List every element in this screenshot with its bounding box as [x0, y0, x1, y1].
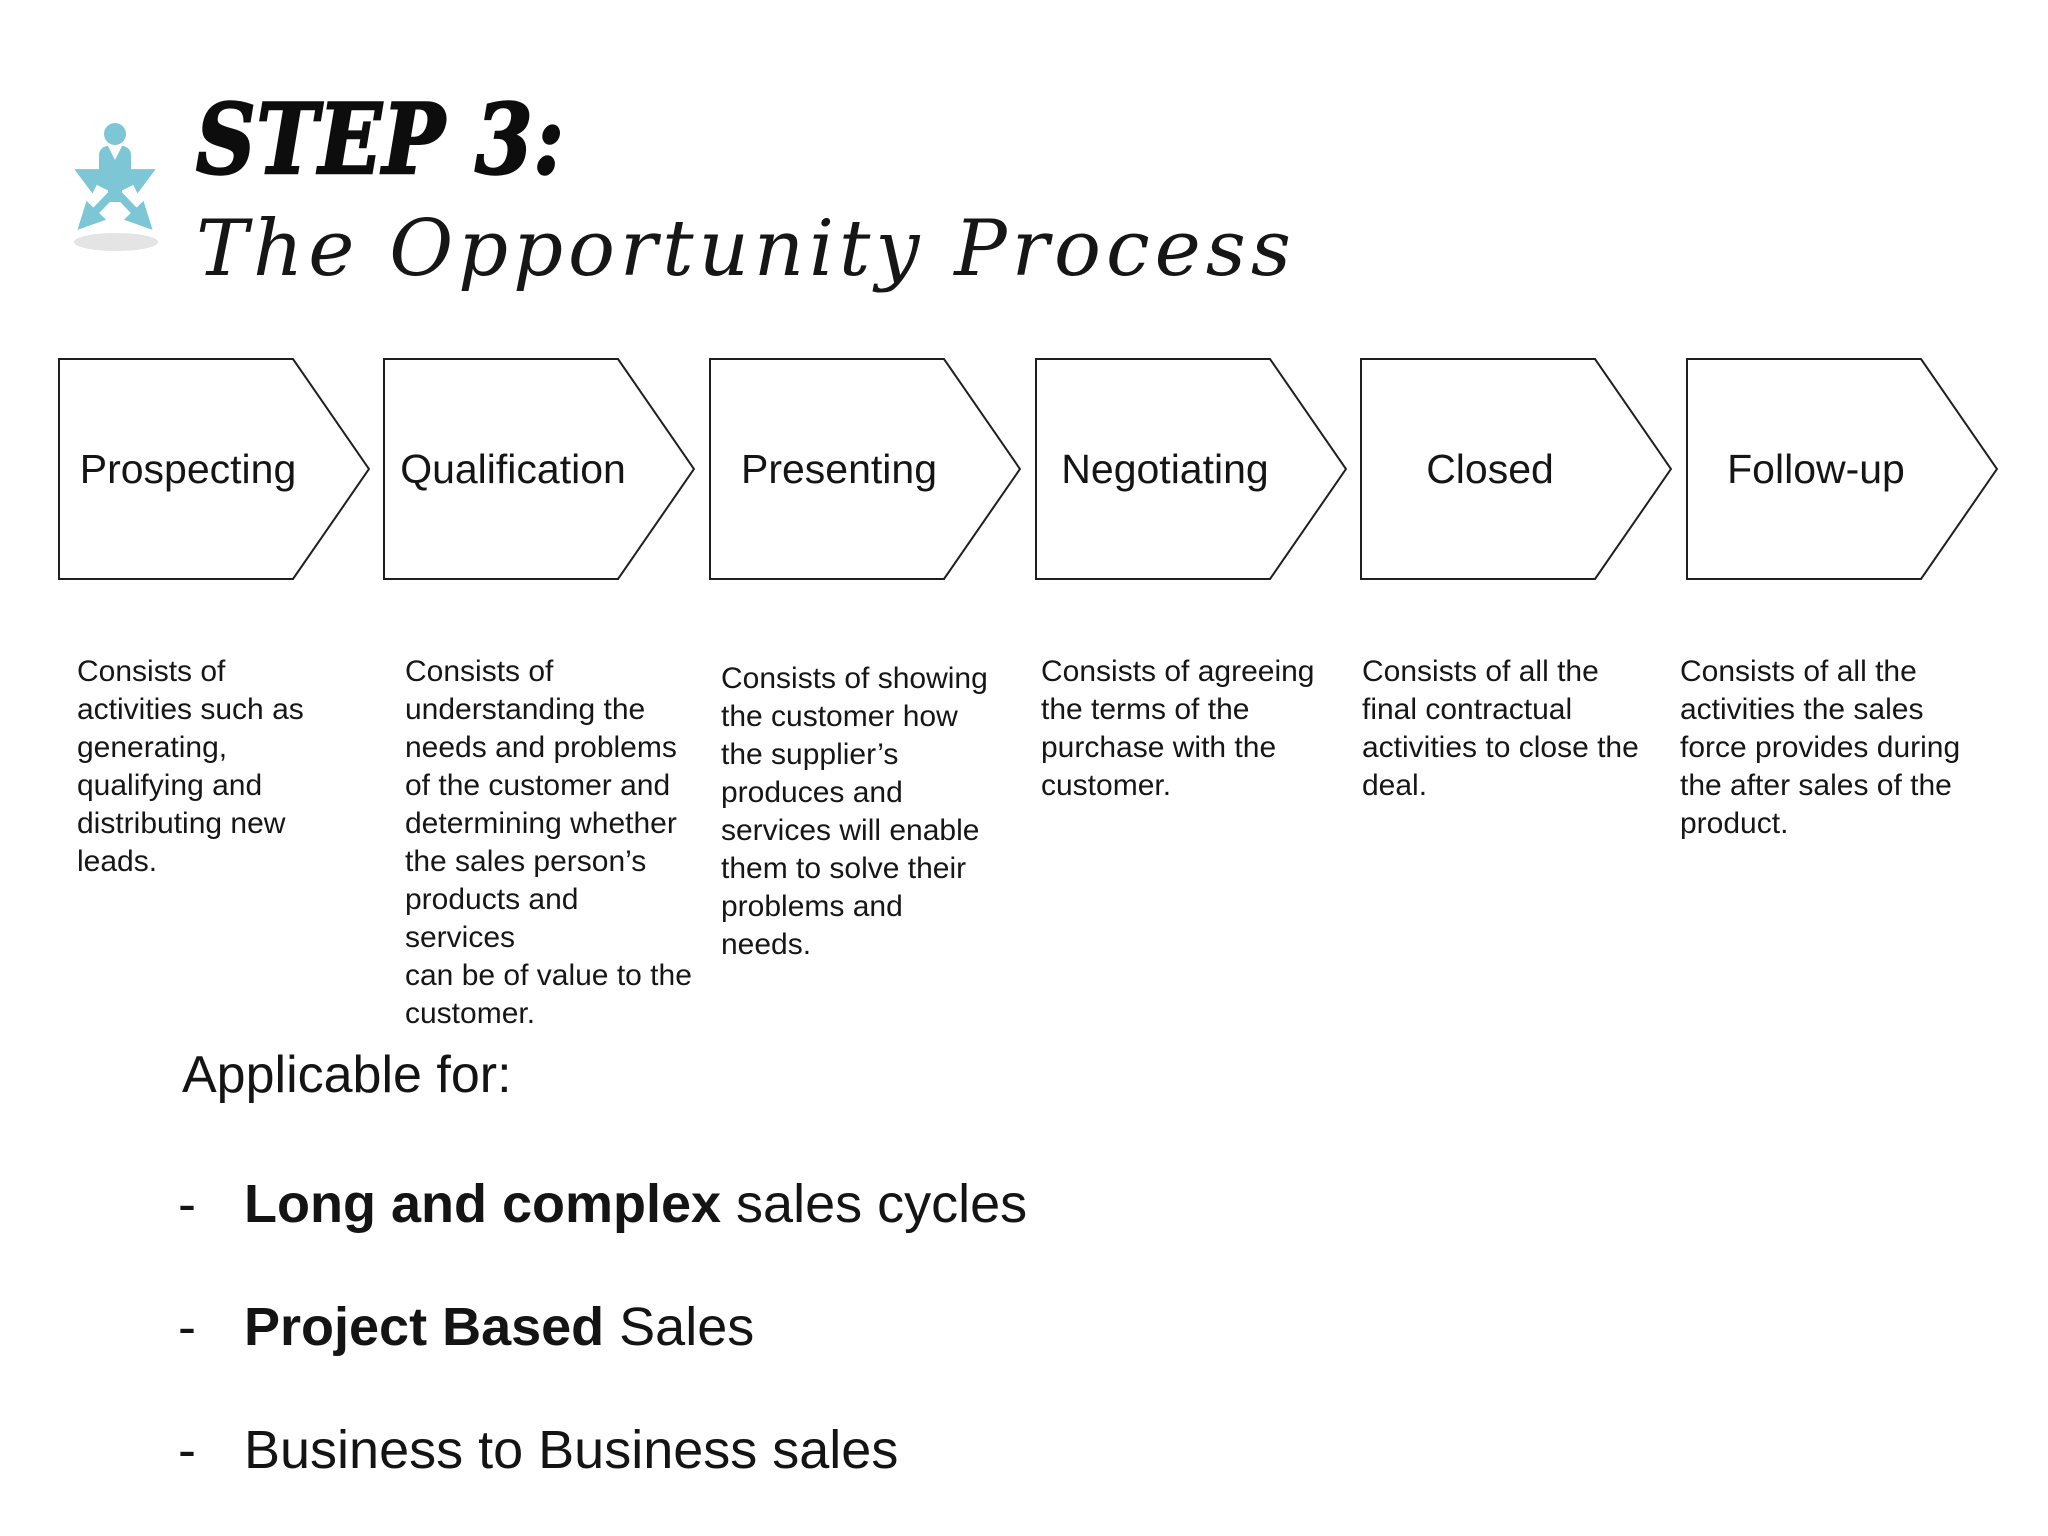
step-label: STEP 3:	[195, 83, 565, 196]
stage-description-prospecting: Consists of activities such as generatin…	[77, 655, 304, 878]
stage-description-negotiating: Consists of agreeing the terms of the pu…	[1041, 655, 1315, 802]
list-item-bold-text: Project Based	[244, 1297, 605, 1357]
stage-chevron-followup: Follow-up	[1686, 358, 1998, 580]
person-arrows-icon	[66, 120, 166, 252]
stage-label: Closed	[1426, 445, 1554, 492]
stage-chevron-qualification: Qualification	[383, 358, 695, 580]
list-item-text: sales cycles	[721, 1174, 1028, 1234]
stage-description-followup: Consists of all the activities the sales…	[1680, 655, 1961, 840]
list-item-text: Business to Business sales	[244, 1420, 899, 1480]
stage-description-presenting: Consists of showing the customer how the…	[721, 662, 988, 961]
stage-label: Prospecting	[79, 445, 297, 492]
stage-chevron-negotiating: Negotiating	[1035, 358, 1347, 580]
stage-label: Qualification	[400, 445, 626, 492]
bullet-dash: -	[178, 1420, 196, 1480]
bullet-dash: -	[178, 1297, 196, 1357]
list-item-b2b: -Business to Business sales	[178, 1419, 898, 1481]
page-title: The Opportunity Process	[196, 204, 1296, 294]
applicable-heading: Applicable for:	[182, 1046, 512, 1104]
list-item-project-based: -Project Based Sales	[178, 1296, 754, 1358]
list-item-text: Sales	[604, 1297, 755, 1357]
stage-chevron-presenting: Presenting	[709, 358, 1021, 580]
stage-chevron-closed: Closed	[1360, 358, 1672, 580]
stage-label: Negotiating	[1061, 445, 1269, 492]
stage-chevron-prospecting: Prospecting	[58, 358, 370, 580]
stage-description-closed: Consists of all the final contractual ac…	[1362, 655, 1639, 802]
stage-label: Presenting	[740, 445, 937, 492]
stage-label: Follow-up	[1727, 445, 1905, 492]
stage-description-qualification: Consists of understanding the needs and …	[405, 655, 692, 1030]
list-item-bold-text: Long and complex	[244, 1174, 722, 1234]
list-item-long-complex: -Long and complex sales cycles	[178, 1173, 1027, 1235]
bullet-dash: -	[178, 1174, 196, 1234]
